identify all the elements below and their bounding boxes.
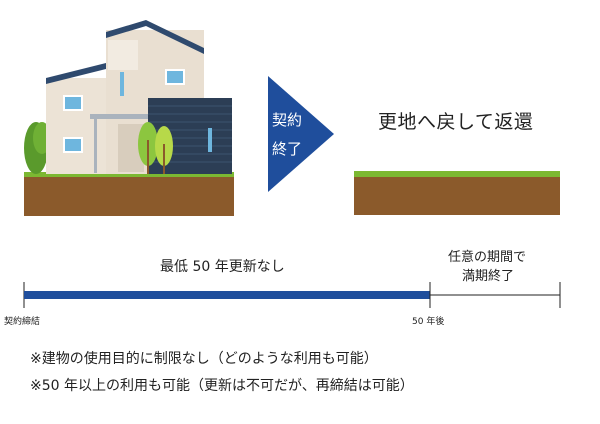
timeline-main-label: 最低 50 年更新なし [160,259,285,275]
timeline-right-label-line1: 任意の期間で [448,250,527,265]
arrow-label-line1: 契約 [272,111,303,129]
contract-end-arrow [268,76,334,192]
headline-text: 更地へ戻して返還 [378,111,534,133]
vacant-land-illustration [354,171,560,215]
house-ground-grass [24,172,234,177]
house-illustration [24,20,234,216]
note-1: ※建物の使用目的に制限なし（どのような利用も可能） [30,351,378,367]
timeline-right-label-line2: 満期終了 [462,269,515,284]
note-2: ※50 年以上の利用も可能（更新は不可だが、再締結は可能） [30,378,414,394]
timeline-start-label: 契約締結 [4,317,41,327]
house-ground-soil [24,175,234,216]
timeline-end-label: 50 年後 [412,317,445,327]
timeline-graphic [23,282,561,308]
arrow-label-line2: 終了 [272,140,303,158]
timeline-main-bar [24,291,430,299]
